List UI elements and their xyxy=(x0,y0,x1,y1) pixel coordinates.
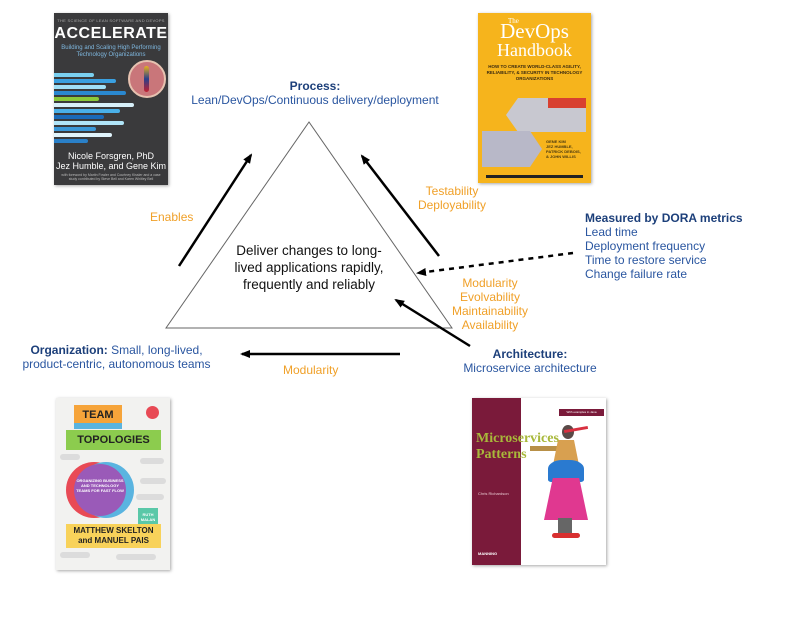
book-cover-microservices-patterns: With examples in Java Microservices Patt… xyxy=(472,398,606,565)
organization-title: Organization: xyxy=(30,343,108,357)
tt-authors-line1: MATTHEW SKELTON xyxy=(73,526,154,535)
center-goal-text: Deliver changes to long-lived applicatio… xyxy=(234,243,384,292)
mp-author: Chris Richardson xyxy=(478,491,509,496)
book-cover-devops-handbook: The DevOps Handbook HOW TO CREATE WORLD-… xyxy=(478,13,591,183)
tt-title-line2: TOPOLOGIES xyxy=(66,430,161,450)
tt-bg-shape xyxy=(136,494,164,500)
accelerate-seal-icon xyxy=(128,60,166,98)
tt-bg-shape xyxy=(60,454,80,460)
quality-modularity: Modularity xyxy=(462,276,518,290)
dora-metric-time-to-restore: Time to restore service xyxy=(585,253,707,267)
label-enables: Enables xyxy=(150,210,194,224)
devops-author: JEZ HUMBLE, xyxy=(546,144,573,149)
label-process-qualities: Testability Deployability xyxy=(412,184,492,212)
quality-deployability: Deployability xyxy=(417,198,487,212)
mp-figure-feet xyxy=(552,533,580,538)
accelerate-stripe xyxy=(54,85,106,89)
dora-metric-deployment-frequency: Deployment frequency xyxy=(585,239,706,253)
accelerate-authors-line2: Jez Humble, and Gene Kim xyxy=(55,161,167,171)
organization-block: Organization: Small, long-lived, product… xyxy=(14,343,219,371)
tt-bg-shape xyxy=(60,552,90,558)
quality-maintainability: Maintainability xyxy=(451,304,529,318)
dora-title: Measured by DORA metrics xyxy=(585,211,743,225)
dotted-arrow-dora-to-center xyxy=(416,251,574,276)
dora-metric-lead-time: Lead time xyxy=(585,225,638,239)
accelerate-stripe xyxy=(54,97,99,101)
process-block: Process: Lean/DevOps/Continuous delivery… xyxy=(170,79,460,107)
organization-description-1: Small, long-lived, xyxy=(111,343,203,357)
accelerate-stripe xyxy=(54,133,112,137)
architecture-description: Microservice architecture xyxy=(463,361,597,375)
dora-metric-change-failure-rate: Change failure rate xyxy=(585,267,688,281)
book-cover-team-topologies: TEAM TOPOLOGIES ORGANIZING BUSINESS AND … xyxy=(56,398,170,570)
tt-red-dot-icon xyxy=(146,406,159,419)
devops-authors: GENE KIM JEZ HUMBLE, PATRICK DEBOIS, & J… xyxy=(546,139,581,159)
mp-publisher: MANNING xyxy=(478,551,498,556)
accelerate-authors: Nicole Forsgren, PhD Jez Humble, and Gen… xyxy=(54,151,168,171)
devops-the: The xyxy=(508,17,519,25)
accelerate-stripe xyxy=(54,139,88,143)
label-organization-modularity: Modularity xyxy=(283,363,339,377)
tt-bg-shape xyxy=(116,554,156,560)
devops-author: PATRICK DEBOIS, xyxy=(546,149,581,154)
tt-subtitle: ORGANIZING BUSINESS AND TECHNOLOGY TEAMS… xyxy=(74,464,126,516)
label-architecture-qualities: Modularity Evolvability Maintainability … xyxy=(446,276,534,332)
tt-authors-line2: and MANUEL PAIS xyxy=(78,536,149,545)
mp-title: Microservices Patterns xyxy=(476,431,559,463)
devops-author: & JOHN WILLIS xyxy=(546,154,576,159)
architecture-title: Architecture: xyxy=(492,347,568,361)
arrow-organization-to-process xyxy=(177,153,253,267)
mp-figure-cloak xyxy=(548,460,584,482)
arrow-architecture-to-center xyxy=(394,298,471,348)
devops-illustration-arrow-right xyxy=(482,131,542,167)
accelerate-subtitle: Building and Scaling High Performing Tec… xyxy=(61,45,161,58)
accelerate-stripe xyxy=(54,109,120,113)
tt-title-accent xyxy=(74,423,122,429)
organization-description-2: product-centric, autonomous teams xyxy=(22,357,211,371)
devops-title-line2: Handbook xyxy=(497,40,572,60)
mp-tag: With examples in Java xyxy=(559,409,604,416)
dora-metrics-block: Measured by DORA metrics Lead time Deplo… xyxy=(585,211,743,281)
quality-availability: Availability xyxy=(461,318,519,332)
tt-foreword: RUTH MALAN xyxy=(138,508,158,524)
devops-illustration-accent xyxy=(548,98,586,108)
mp-figure-legs xyxy=(558,518,572,534)
accelerate-supertitle: THE SCIENCE OF LEAN SOFTWARE AND DEVOPS xyxy=(57,18,165,23)
accelerate-stripe xyxy=(54,91,126,95)
quality-evolvability: Evolvability xyxy=(459,290,521,304)
accelerate-stripe xyxy=(54,115,104,119)
accelerate-stripe xyxy=(54,103,134,107)
mp-spine-band xyxy=(472,398,521,565)
architecture-block: Architecture: Microservice architecture xyxy=(455,347,605,375)
devops-author: GENE KIM xyxy=(546,139,566,144)
accelerate-stripe xyxy=(54,127,96,131)
quality-testability: Testability xyxy=(425,184,479,198)
tt-bg-shape xyxy=(140,478,166,484)
book-cover-accelerate: THE SCIENCE OF LEAN SOFTWARE AND DEVOPS … xyxy=(54,13,168,185)
arrow-architecture-to-process xyxy=(360,154,440,257)
mp-figure-skirt xyxy=(544,478,588,520)
accelerate-footer: with foreword by Martin Fowler and Court… xyxy=(61,173,161,181)
process-description: Lean/DevOps/Continuous delivery/deployme… xyxy=(191,93,439,107)
tt-authors: MATTHEW SKELTON and MANUEL PAIS xyxy=(66,524,161,548)
devops-subtitle: HOW TO CREATE WORLD-CLASS AGILITY, RELIA… xyxy=(486,64,583,81)
devops-title-line1: DevOps xyxy=(500,19,569,43)
accelerate-title: ACCELERATE xyxy=(54,25,168,42)
tt-bg-shape xyxy=(140,458,164,464)
devops-bottom-bar xyxy=(486,175,583,178)
central-triangle xyxy=(165,121,453,329)
mp-title-line2: Patterns xyxy=(476,447,527,462)
mp-figure-arm xyxy=(530,446,560,451)
accelerate-stripe xyxy=(54,121,124,125)
tt-title-line1: TEAM xyxy=(74,405,122,427)
process-title: Process: xyxy=(289,79,341,93)
accelerate-authors-line1: Nicole Forsgren, PhD xyxy=(67,151,155,161)
accelerate-stripe xyxy=(54,73,94,77)
mp-title-line1: Microservices xyxy=(476,431,559,446)
accelerate-stripe xyxy=(54,79,116,83)
